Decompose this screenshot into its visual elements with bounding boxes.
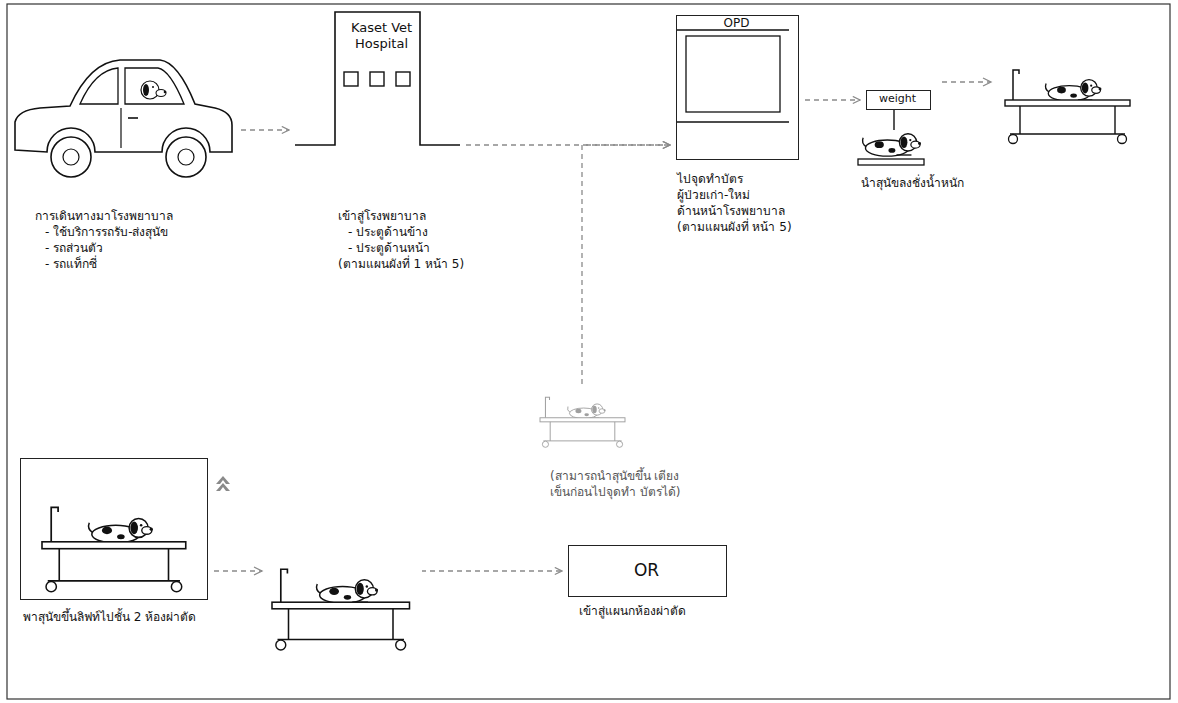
faded-stretcher-node: (สามารถนำสุนัขขึ้น เตียงเข็นก่อนไปจุดทำ … [538, 388, 626, 456]
caption-text: นำสุนัขลงชั่งน้ำหนัก [861, 175, 964, 191]
node-caption: นำสุนัขลงชั่งน้ำหนัก [861, 175, 964, 191]
node-title: OR [569, 560, 724, 581]
node-caption: เข้าสู่แผนกห้องผ่าตัด [579, 603, 686, 619]
weighing-scale [858, 110, 924, 165]
figure-frame [7, 4, 1170, 699]
stretcher-faded [540, 397, 625, 447]
flow-connector [582, 145, 670, 384]
opd-node: OPDไปจุดทำบัตรผู้ป่วยเก่า-ใหม่ด้านหน้าโร… [676, 15, 799, 160]
caption-text: (ตามแผนผังที่ หน้า 5) [677, 219, 792, 235]
node-caption: พาสุนัขขึ้นลิฟท์ไปชั้น 2 ห้องผ่าตัด [23, 609, 223, 625]
flow-connector [241, 129, 289, 130]
caption-text: (สามารถนำสุนัขขึ้น เตียงเข็นก่อนไปจุดทำ … [550, 468, 690, 500]
hospital-node: Kaset Vet Hospitalเข้าสู่โรงพยาบาล- ประต… [295, 12, 460, 145]
caption-text: - ใช้บริการรถรับ-ส่งสุนัข [35, 224, 173, 240]
stretcher [1005, 70, 1130, 144]
flow-connector [466, 144, 670, 145]
node-title: weight [867, 92, 928, 106]
node-caption: เข้าสู่โรงพยาบาล- ประตูด้านข้าง- ประตูด้… [338, 208, 464, 272]
car-node: การเดินทางมาโรงพยาบาล- ใช้บริการรถรับ-ส่… [10, 50, 235, 190]
caption-text: - ประตูด้านข้าง [338, 224, 464, 240]
node-caption: (สามารถนำสุนัขขึ้น เตียงเข็นก่อนไปจุดทำ … [550, 468, 690, 500]
node-title: Kaset Vet Hospital [335, 20, 428, 52]
up-chevron [216, 476, 230, 491]
hospital-building [295, 12, 460, 145]
caption-text: (ตามแผนผังที่ 1 หน้า 5) [338, 256, 464, 272]
caption-text: - รถแท็กซี่ [35, 256, 173, 272]
caption-text: เข้าสู่แผนกห้องผ่าตัด [579, 603, 686, 619]
caption-text: พาสุนัขขึ้นลิฟท์ไปชั้น 2 ห้องผ่าตัด [23, 609, 223, 625]
caption-text: การเดินทางมาโรงพยาบาล [35, 208, 173, 224]
opd-counter [677, 30, 789, 122]
flow-connector [805, 99, 860, 100]
caption-text: ด้านหน้าโรงพยาบาล [677, 203, 792, 219]
stretcher-moving [254, 552, 422, 660]
caption-text: ไปจุดทำบัตร [677, 171, 792, 187]
stretcher-in-lift [42, 507, 186, 592]
car-illustration [15, 60, 232, 177]
caption-text: เข้าสู่โรงพยาบาล [338, 208, 464, 224]
lift-box: พาสุนัขขึ้นลิฟท์ไปชั้น 2 ห้องผ่าตัด [20, 458, 208, 600]
caption-text: ผู้ป่วยเก่า-ใหม่ [677, 187, 792, 203]
node-caption: การเดินทางมาโรงพยาบาล- ใช้บริการรถรับ-ส่… [35, 208, 173, 272]
node-title: OPD [677, 16, 796, 31]
weight-sign: weightนำสุนัขลงชั่งน้ำหนัก [866, 90, 931, 110]
caption-text: - ประตูด้านหน้า [338, 240, 464, 256]
flow-arrow [942, 78, 991, 86]
node-caption: ไปจุดทำบัตรผู้ป่วยเก่า-ใหม่ด้านหน้าโรงพย… [677, 171, 792, 235]
caption-text: - รถส่วนตัว [35, 240, 173, 256]
or-box: ORเข้าสู่แผนกห้องผ่าตัด [568, 545, 727, 597]
